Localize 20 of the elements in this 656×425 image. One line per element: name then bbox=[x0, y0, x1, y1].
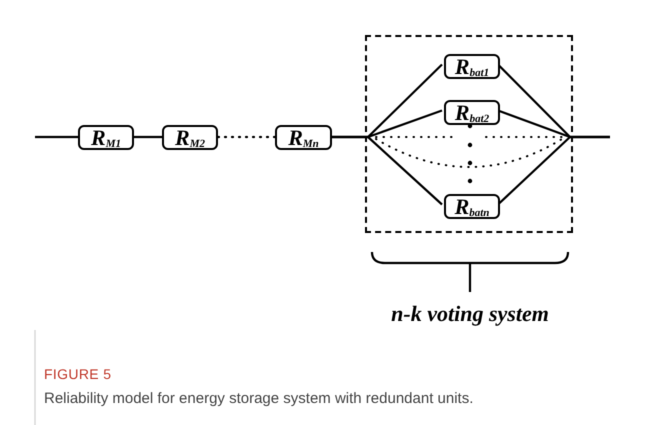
block-label: R$_{bat2}$ bbox=[454, 102, 490, 124]
reliability-block bbox=[444, 54, 500, 79]
figure-title: FIGURE 5 bbox=[44, 365, 112, 384]
connector-line bbox=[134, 136, 162, 138]
figure-caption: Reliability model for energy storage system with redundant units. bbox=[44, 389, 474, 409]
group-label: n-k voting system bbox=[390, 300, 550, 328]
dashed-boundary bbox=[365, 35, 573, 233]
reliability-block bbox=[444, 194, 500, 219]
block-label: R$_{M1}$ bbox=[91, 126, 121, 148]
reliability-block bbox=[78, 125, 134, 150]
block-label: R$_{bat1}$ bbox=[454, 56, 490, 78]
reliability-block bbox=[162, 125, 218, 150]
reliability-block bbox=[444, 100, 500, 125]
connector-line bbox=[216, 136, 276, 138]
connector-line bbox=[35, 136, 78, 138]
block-label: R$_{batn}$ bbox=[454, 196, 490, 218]
connector-line bbox=[332, 136, 443, 206]
block-label: R$_{Mn}$ bbox=[288, 126, 319, 148]
block-label: R$_{M2}$ bbox=[175, 126, 205, 148]
reliability-block bbox=[275, 125, 332, 150]
